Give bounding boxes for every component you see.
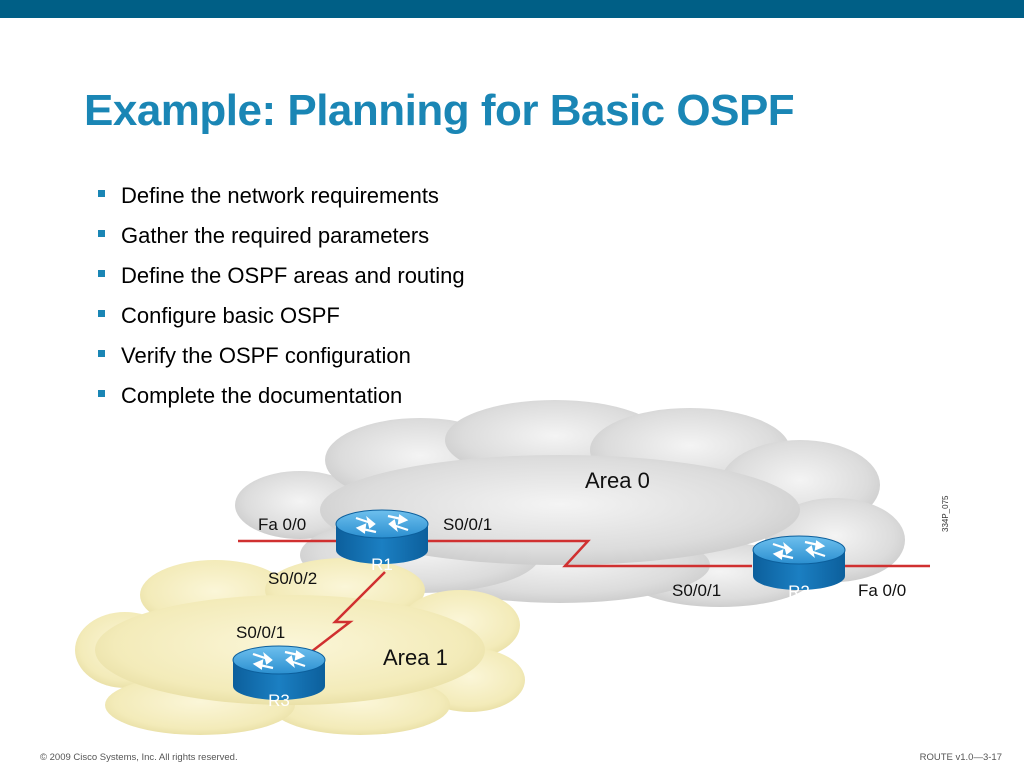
- r2-s001-label: S0/0/1: [672, 581, 721, 600]
- square-bullet-icon: [98, 309, 105, 317]
- r3-s001-label: S0/0/1: [236, 623, 285, 642]
- square-bullet-icon: [98, 349, 105, 357]
- bullet-item: Gather the required parameters: [98, 216, 465, 256]
- bullet-text: Define the network requirements: [121, 183, 439, 208]
- square-bullet-icon: [98, 189, 105, 197]
- square-bullet-icon: [98, 229, 105, 237]
- bullet-item: Verify the OSPF configuration: [98, 336, 465, 376]
- r1-fa00-label: Fa 0/0: [258, 515, 306, 534]
- r2-fa00-label: Fa 0/0: [858, 581, 906, 600]
- r1-s001-label: S0/0/1: [443, 515, 492, 534]
- footer-copyright: © 2009 Cisco Systems, Inc. All rights re…: [40, 752, 238, 763]
- square-bullet-icon: [98, 389, 105, 397]
- footer-course-page: ROUTE v1.0—3-17: [919, 752, 1002, 763]
- router-r3-label: R3: [268, 691, 290, 710]
- bullet-list: Define the network requirements Gather t…: [98, 176, 465, 416]
- r1-r3-serial-link: [297, 571, 386, 663]
- router-r2-icon: [752, 535, 846, 590]
- bullet-text: Verify the OSPF configuration: [121, 343, 411, 368]
- ospf-topology-diagram: R1 R2 R3 Area 0 Area 1 Fa 0/0 S0/0/1 S0/…: [75, 400, 950, 735]
- area0-label: Area 0: [585, 468, 650, 493]
- bullet-item: Define the network requirements: [98, 176, 465, 216]
- router-r3-icon: [232, 645, 326, 700]
- bullet-text: Complete the documentation: [121, 383, 403, 408]
- router-r2-label: R2: [788, 582, 810, 601]
- bullet-item: Define the OSPF areas and routing: [98, 256, 465, 296]
- figure-id-label: 334P_075: [941, 495, 950, 532]
- slide-title: Example: Planning for Basic OSPF: [84, 86, 795, 135]
- area0-cloud: [235, 400, 905, 607]
- square-bullet-icon: [98, 269, 105, 277]
- r1-s002-label: S0/0/2: [268, 569, 317, 588]
- router-r1-icon: [335, 509, 429, 564]
- area1-label: Area 1: [383, 645, 448, 670]
- bullet-text: Configure basic OSPF: [121, 303, 340, 328]
- top-brand-bar: [0, 0, 1024, 18]
- network-links: [238, 539, 930, 663]
- bullet-item: Configure basic OSPF: [98, 296, 465, 336]
- r1-r2-serial-link: [428, 539, 752, 568]
- bullet-text: Define the OSPF areas and routing: [121, 263, 465, 288]
- bullet-text: Gather the required parameters: [121, 223, 430, 248]
- router-r1-label: R1: [371, 555, 393, 574]
- bullet-item: Complete the documentation: [98, 376, 465, 416]
